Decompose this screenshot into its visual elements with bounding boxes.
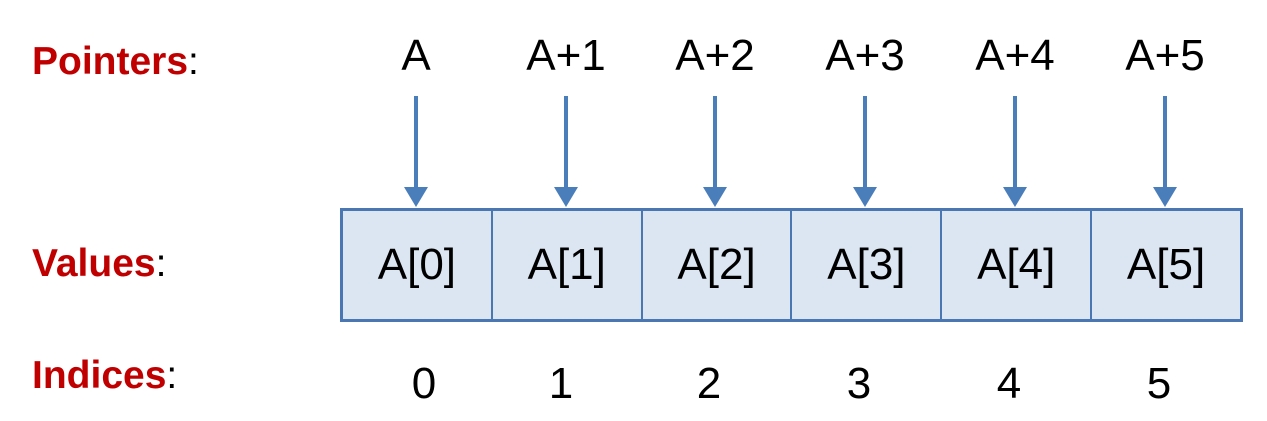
values-label-keyword: Values — [32, 242, 156, 285]
array-cells: A[0] A[1] A[2] A[3] A[4] A[5] — [340, 208, 1243, 322]
pointers-label-colon: : — [188, 40, 199, 83]
arrow-0 — [404, 96, 428, 207]
pointers-row-label: Pointers: — [32, 42, 199, 81]
index-label: 4 — [996, 359, 1022, 408]
array-cell-3: A[3] — [791, 208, 942, 322]
pointer-label: A+1 — [526, 31, 606, 80]
array-cell-1: A[1] — [491, 208, 642, 322]
indices-label-keyword: Indices — [32, 354, 167, 397]
array-cell-5: A[5] — [1091, 208, 1243, 322]
arrow-2 — [703, 96, 727, 207]
array-cell-4: A[4] — [941, 208, 1092, 322]
indices-row-label: Indices: — [32, 356, 177, 395]
array-cell-2: A[2] — [641, 208, 792, 322]
indices-label-colon: : — [166, 354, 178, 397]
index-label: 0 — [411, 359, 437, 408]
arrow-5 — [1153, 96, 1177, 207]
index-label: 3 — [846, 359, 872, 408]
pointer-label: A — [401, 31, 431, 80]
values-label-colon: : — [155, 242, 167, 285]
pointer-label: A+3 — [825, 31, 905, 80]
index-label: 5 — [1146, 359, 1172, 408]
pointer-label: A+4 — [975, 31, 1055, 80]
pointer-label: A+2 — [675, 31, 755, 80]
arrow-4 — [1003, 96, 1027, 207]
arrow-1 — [554, 96, 578, 207]
arrow-3 — [853, 96, 877, 207]
index-label: 1 — [548, 359, 574, 408]
pointers-label-keyword: Pointers — [32, 40, 189, 83]
pointer-label: A+5 — [1125, 31, 1205, 80]
array-cell-0: A[0] — [340, 208, 492, 322]
values-row-label: Values: — [32, 244, 166, 283]
index-label: 2 — [696, 359, 722, 408]
